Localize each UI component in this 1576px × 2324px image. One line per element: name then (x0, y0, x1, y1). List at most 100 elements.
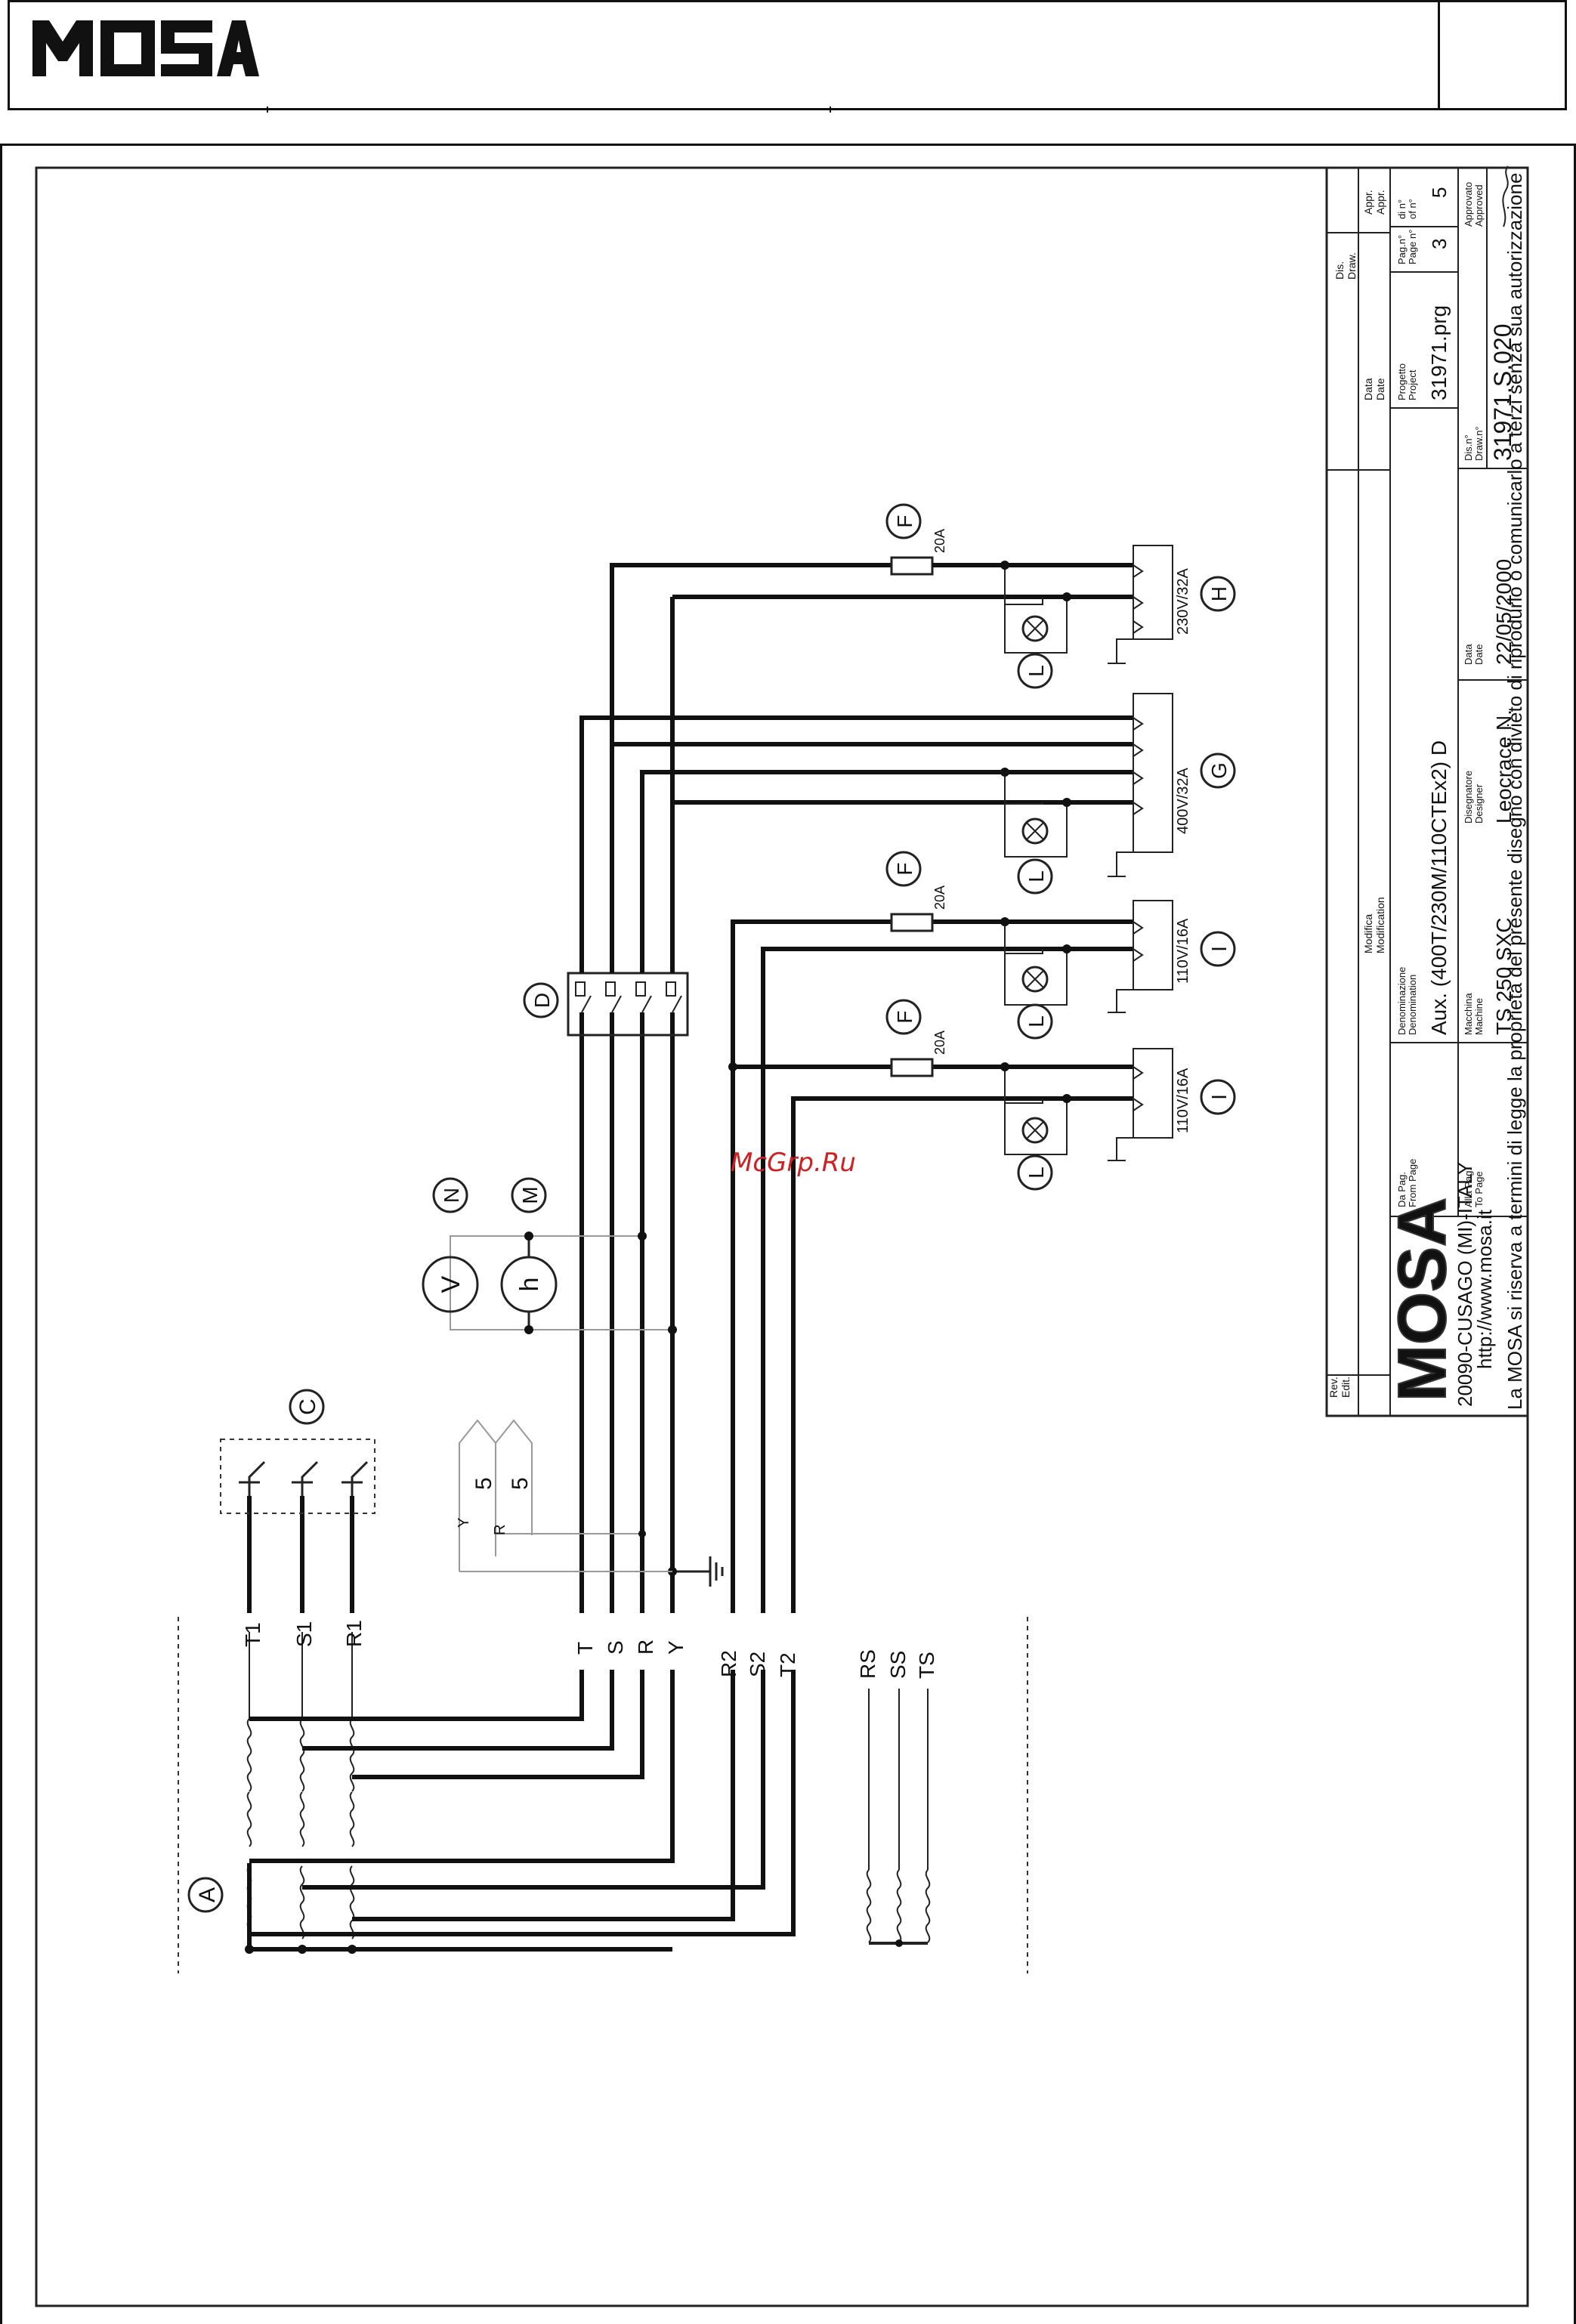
svg-text:I: I (1207, 1094, 1231, 1100)
svg-text:R: R (492, 1525, 508, 1535)
breaker-c (220, 1439, 375, 1514)
label-circle-c (289, 1389, 325, 1425)
svg-text:Alla Pag.: Alla Pag. (1463, 1168, 1474, 1207)
svg-text:L: L (1024, 870, 1048, 882)
branch-110-upper (731, 919, 1133, 1613)
watermark: McGrp.Ru (731, 1148, 856, 1178)
svg-text:S1: S1 (292, 1621, 316, 1647)
svg-text:F: F (893, 862, 916, 875)
switch-d (567, 972, 689, 1037)
svg-text:h: h (515, 1278, 544, 1292)
svg-text:3: 3 (1428, 239, 1451, 249)
breaker-feed (247, 1496, 354, 1613)
svg-text:To Page: To Page (1473, 1171, 1485, 1207)
svg-text:L: L (1024, 1167, 1048, 1179)
drawing-sheet (0, 144, 1576, 2324)
svg-text:Appr.: Appr. (1362, 190, 1374, 215)
svg-text:N: N (440, 1188, 463, 1203)
branch-110-lower (733, 1065, 1133, 1613)
svg-text:Designer: Designer (1473, 783, 1485, 824)
svg-text:G: G (1207, 762, 1231, 779)
fuse-230 (890, 556, 934, 576)
svg-text:Y: Y (664, 1640, 688, 1655)
svg-text:Dis.: Dis. (1333, 261, 1346, 280)
meters: V h (422, 1232, 677, 1334)
svg-text:Appr.: Appr. (1374, 190, 1386, 215)
svg-text:D: D (530, 993, 554, 1008)
svg-text:of n°: of n° (1407, 199, 1418, 219)
fuse-110-upper (890, 913, 934, 932)
socket-400 (1108, 693, 1173, 877)
header-tick (830, 107, 831, 113)
svg-text:M: M (518, 1186, 542, 1204)
svg-text:RS: RS (856, 1649, 879, 1679)
svg-text:TS 250 SXC: TS 250 SXC (1492, 917, 1516, 1035)
svg-text:MOSA: MOSA (1385, 1198, 1460, 1402)
signature (1502, 165, 1509, 227)
svg-text:R1: R1 (342, 1620, 366, 1647)
socket-230 (1108, 545, 1173, 664)
svg-text:Approved: Approved (1473, 184, 1485, 227)
page-header (8, 0, 1567, 113)
svg-text:Edit.: Edit. (1340, 1377, 1352, 1398)
svg-text:S: S (604, 1640, 627, 1655)
svg-text:31971.prg: 31971.prg (1427, 305, 1451, 400)
svg-text:Y: Y (456, 1518, 472, 1528)
svg-text:5: 5 (508, 1477, 533, 1490)
svg-text:Leocrace N.: Leocrace N. (1492, 709, 1516, 824)
svg-text:T1: T1 (241, 1622, 264, 1647)
svg-text:Pag.n°: Pag.n° (1396, 235, 1408, 264)
svg-text:S2: S2 (746, 1652, 769, 1677)
svg-text:20A: 20A (932, 1031, 947, 1055)
svg-text:L: L (1024, 665, 1048, 677)
title-block: Rev. Edit. Modifica Modification Data Da… (1325, 165, 1529, 1417)
svg-text:Denominazione: Denominazione (1396, 967, 1408, 1035)
svg-text:Draw.: Draw. (1346, 252, 1358, 280)
svg-text:110V/16A: 110V/16A (1175, 918, 1191, 984)
lamp-110-lower (1000, 1062, 1071, 1155)
svg-text:Disegnatore: Disegnatore (1463, 771, 1474, 824)
svg-text:Modification: Modification (1374, 897, 1386, 953)
terminal-labels: T1 S1 R1 T S R Y R2 S2 T2 RS SS TS (241, 1620, 938, 1679)
drawing-frame (35, 166, 1529, 2307)
svg-text:Approvato: Approvato (1463, 182, 1474, 227)
svg-text:La MOSA si riserva a termini d: La MOSA si riserva a termini di legge la… (1503, 173, 1526, 1410)
svg-text:V: V (437, 1275, 465, 1293)
titleblock-logo: MOSA (1384, 1197, 1461, 1402)
svg-text:T2: T2 (776, 1652, 799, 1677)
connector-yr: 5 5 Y R (456, 1419, 672, 1572)
svg-text:Date: Date (1374, 378, 1386, 400)
socket-110-lower (1108, 1048, 1173, 1161)
distribution-lines (579, 563, 1133, 973)
socket-110-upper (1108, 900, 1173, 1013)
svg-text:Dis.n°: Dis.n° (1463, 434, 1474, 461)
svg-text:R: R (634, 1639, 657, 1655)
svg-text:Modifica: Modifica (1362, 914, 1374, 953)
lamp-230 (1000, 561, 1071, 654)
svg-text:Rev.: Rev. (1327, 1377, 1340, 1398)
svg-text:Draw.n°: Draw.n° (1473, 426, 1485, 461)
svg-text:I: I (1207, 946, 1231, 952)
svg-text:5: 5 (1428, 187, 1451, 198)
svg-text:400V/32A: 400V/32A (1175, 767, 1191, 834)
svg-text:H: H (1207, 586, 1231, 601)
svg-text:20090-CUSAGO (MI)-ITALY: 20090-CUSAGO (MI)-ITALY (1454, 1162, 1476, 1407)
svg-text:Page n°: Page n° (1407, 230, 1418, 264)
svg-text:20A: 20A (932, 885, 947, 910)
lamp-400 (1000, 768, 1071, 858)
svg-text:C: C (295, 1398, 320, 1415)
svg-text:TS: TS (915, 1652, 938, 1679)
svg-text:22/05/2000: 22/05/2000 (1492, 559, 1516, 665)
svg-text:Data: Data (1362, 378, 1374, 400)
svg-text:T: T (573, 1642, 597, 1655)
label-circle-a (187, 1877, 224, 1913)
svg-text:Machine: Machine (1473, 998, 1485, 1035)
phase-lines (249, 1670, 796, 1936)
svg-text:20A: 20A (932, 529, 947, 553)
svg-text:Macchina: Macchina (1463, 993, 1474, 1035)
svg-text:SS: SS (886, 1651, 910, 1679)
lamp-110-upper (1000, 917, 1071, 1006)
svg-text:Denomination: Denomination (1407, 975, 1418, 1035)
alternator-windings (245, 1632, 672, 1954)
svg-text:Da Pag.: Da Pag. (1396, 1172, 1408, 1207)
